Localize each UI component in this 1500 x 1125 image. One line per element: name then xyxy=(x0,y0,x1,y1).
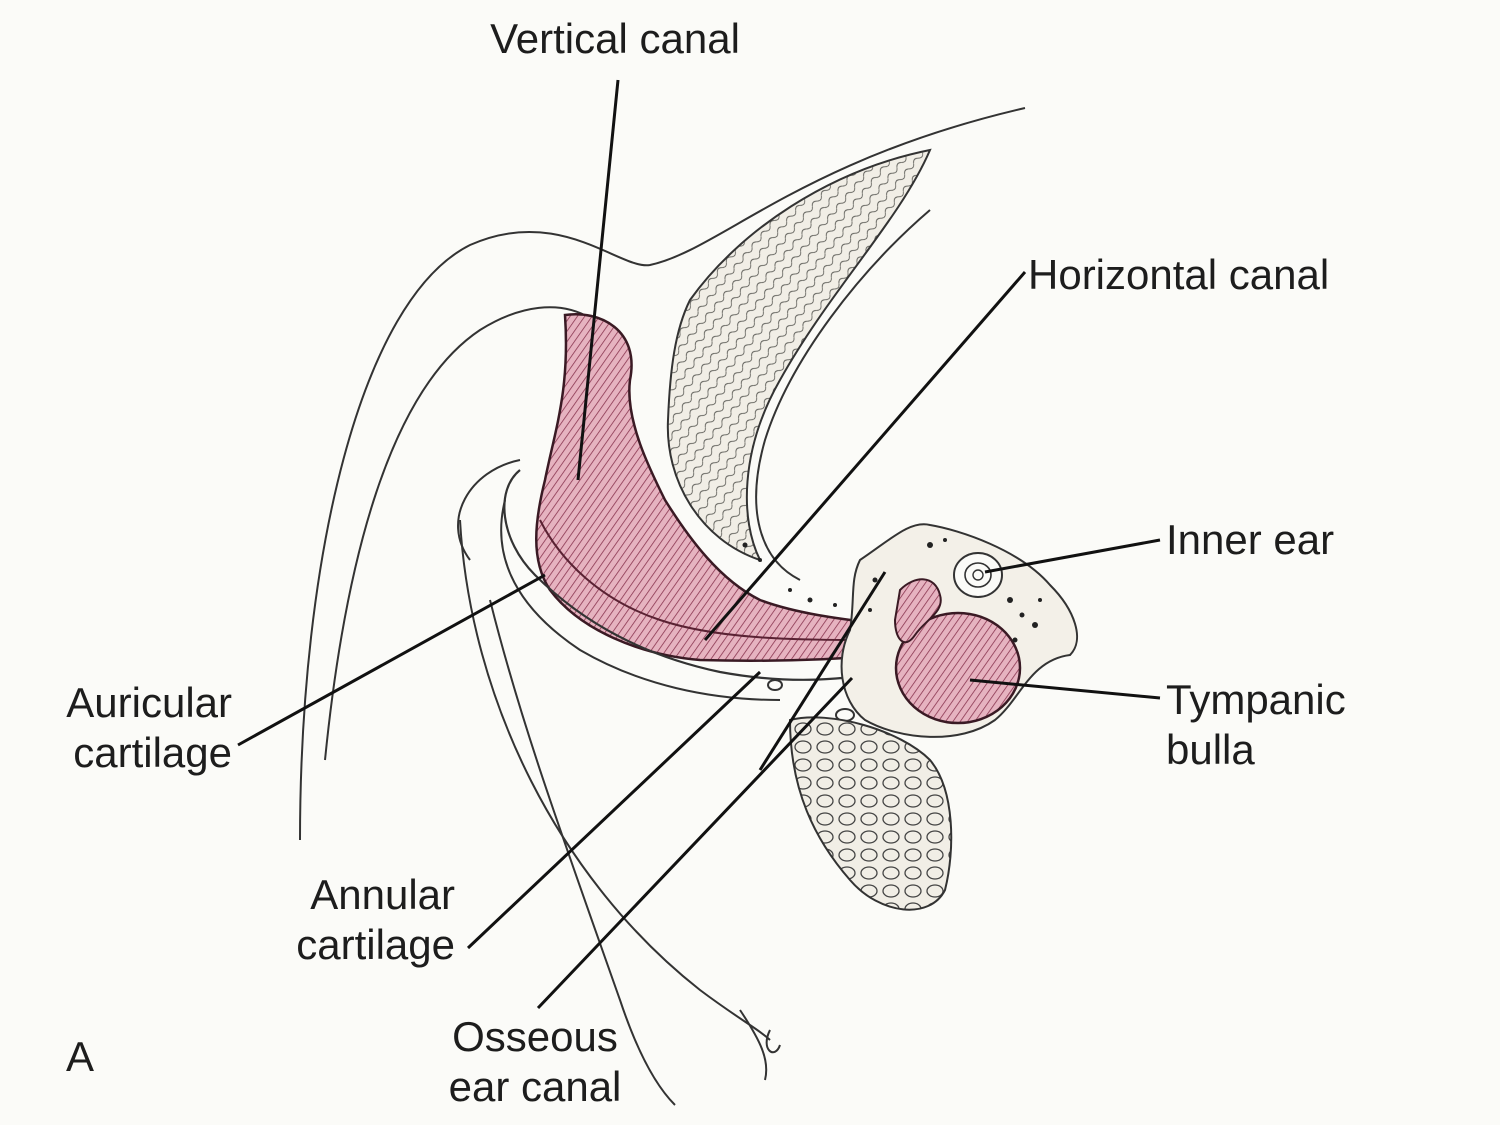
middle-ear-ossicles xyxy=(893,578,942,644)
skull-contour xyxy=(755,209,931,581)
leader-annular-cartilage xyxy=(466,670,762,950)
skin-contour-outer xyxy=(299,107,1026,841)
bone-stipple xyxy=(742,538,1042,643)
pinna-contour xyxy=(457,459,521,561)
leader-osseous-ear-canal-upper xyxy=(758,571,887,771)
leader-vertical-canal xyxy=(576,79,620,481)
label-auricular-cartilage: Auricular cartilage xyxy=(66,679,232,776)
gland-tissue xyxy=(788,716,953,911)
label-annular-cartilage: Annular cartilage xyxy=(296,871,455,968)
label-tympanic-bulla: Tympanic bulla xyxy=(1166,676,1346,773)
tympanic-bulla-shape xyxy=(894,611,1022,725)
leader-tympanic-bulla xyxy=(969,678,1161,700)
hair-strand xyxy=(739,1009,781,1081)
foramen-1 xyxy=(767,679,783,691)
leader-inner-ear xyxy=(984,538,1161,574)
leader-horizontal-canal xyxy=(703,271,1027,641)
annular-cartilage-shape xyxy=(500,499,781,701)
label-inner-ear: Inner ear xyxy=(1166,516,1335,563)
leader-osseous-ear-canal xyxy=(536,676,854,1010)
label-horizontal-canal: Horizontal canal xyxy=(1028,251,1330,298)
inner-ear-shape xyxy=(953,552,1003,598)
cartilage-contour-lower xyxy=(489,599,676,1106)
label-vertical-canal: Vertical canal xyxy=(490,15,740,62)
leader-auricular-cartilage xyxy=(237,573,546,747)
panel-letter: A xyxy=(66,1033,95,1080)
temporal-muscle xyxy=(666,148,932,562)
ear-canal-fold xyxy=(539,519,881,641)
label-osseous-ear-canal: Osseous ear canal xyxy=(448,1013,622,1110)
skin-contour-inner xyxy=(324,306,591,761)
cartilage-contour-lower-2 xyxy=(459,519,771,1041)
